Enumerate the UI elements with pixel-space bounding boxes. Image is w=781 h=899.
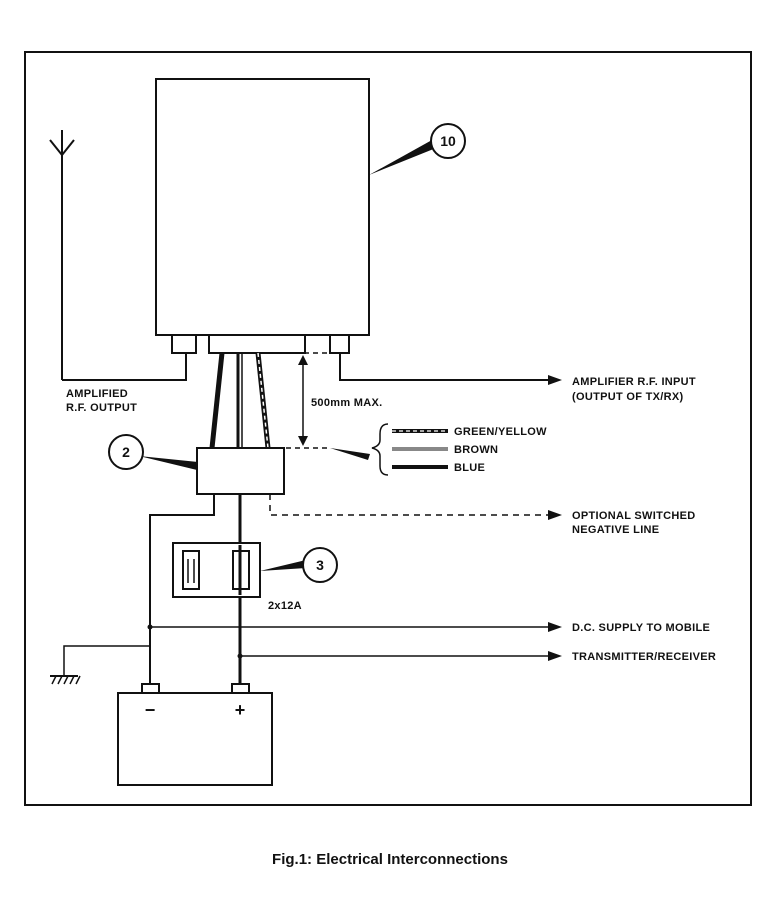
power-cable-bundle bbox=[209, 352, 271, 449]
power-connector bbox=[208, 334, 306, 354]
rf-output-cable bbox=[62, 353, 187, 381]
dc-supply-label: D.C. SUPPLY TO MOBILE bbox=[572, 622, 710, 634]
wire-brown-label: BROWN bbox=[454, 444, 498, 456]
rf-output-connector bbox=[171, 334, 197, 354]
diagram-frame bbox=[24, 51, 752, 806]
wire-legend: GREEN/YELLOW BROWN BLUE bbox=[330, 423, 547, 476]
amp-rf-input-label: AMPLIFIER R.F. INPUT bbox=[572, 376, 696, 388]
battery: − + bbox=[117, 683, 273, 786]
max-length-label: 500mm MAX. bbox=[311, 397, 382, 409]
callout-amplifier: 10 bbox=[369, 123, 466, 175]
negative-line-label: NEGATIVE LINE bbox=[572, 524, 659, 536]
dc-positive-arrow-icon bbox=[548, 651, 562, 661]
ground-icon bbox=[50, 645, 150, 685]
battery-positive-terminal bbox=[231, 683, 250, 694]
battery-negative-symbol: − bbox=[145, 700, 156, 720]
fuse-left bbox=[182, 550, 200, 590]
amplified-output-label: AMPLIFIED bbox=[66, 388, 128, 400]
optional-line-arrow-icon bbox=[548, 510, 562, 520]
wire-green-yellow-label: GREEN/YELLOW bbox=[454, 426, 547, 438]
negative-wire bbox=[149, 494, 215, 684]
battery-positive-symbol: + bbox=[235, 700, 246, 720]
wire-blue-label: BLUE bbox=[454, 462, 485, 474]
callout-junction-number: 2 bbox=[122, 444, 130, 460]
callout-fuse-holder: 3 bbox=[260, 547, 338, 583]
callout-amplifier-number: 10 bbox=[440, 133, 456, 149]
junction-box bbox=[196, 447, 285, 495]
rf-output-label: R.F. OUTPUT bbox=[66, 402, 137, 414]
rf-input-arrow-icon bbox=[548, 375, 562, 385]
amplifier-unit bbox=[155, 78, 370, 354]
rf-input-cable bbox=[339, 353, 550, 381]
optional-negative-line bbox=[269, 494, 548, 516]
rf-input-connector bbox=[329, 334, 350, 354]
fuse-rating-label: 2x12A bbox=[268, 600, 302, 612]
callout-junction: 2 bbox=[108, 434, 198, 470]
transmitter-receiver-label: TRANSMITTER/RECEIVER bbox=[572, 651, 716, 663]
optional-line-label: OPTIONAL SWITCHED bbox=[572, 510, 695, 522]
max-length-dimension bbox=[298, 355, 308, 446]
dc-negative-arrow-icon bbox=[548, 622, 562, 632]
battery-negative-terminal bbox=[141, 683, 160, 694]
figure-caption: Fig.1: Electrical Interconnections bbox=[272, 851, 508, 868]
fuse-holder bbox=[172, 542, 261, 598]
tx-rx-output-label: (OUTPUT OF TX/RX) bbox=[572, 391, 683, 403]
antenna-icon bbox=[49, 130, 75, 380]
callout-fuse-number: 3 bbox=[316, 557, 324, 573]
